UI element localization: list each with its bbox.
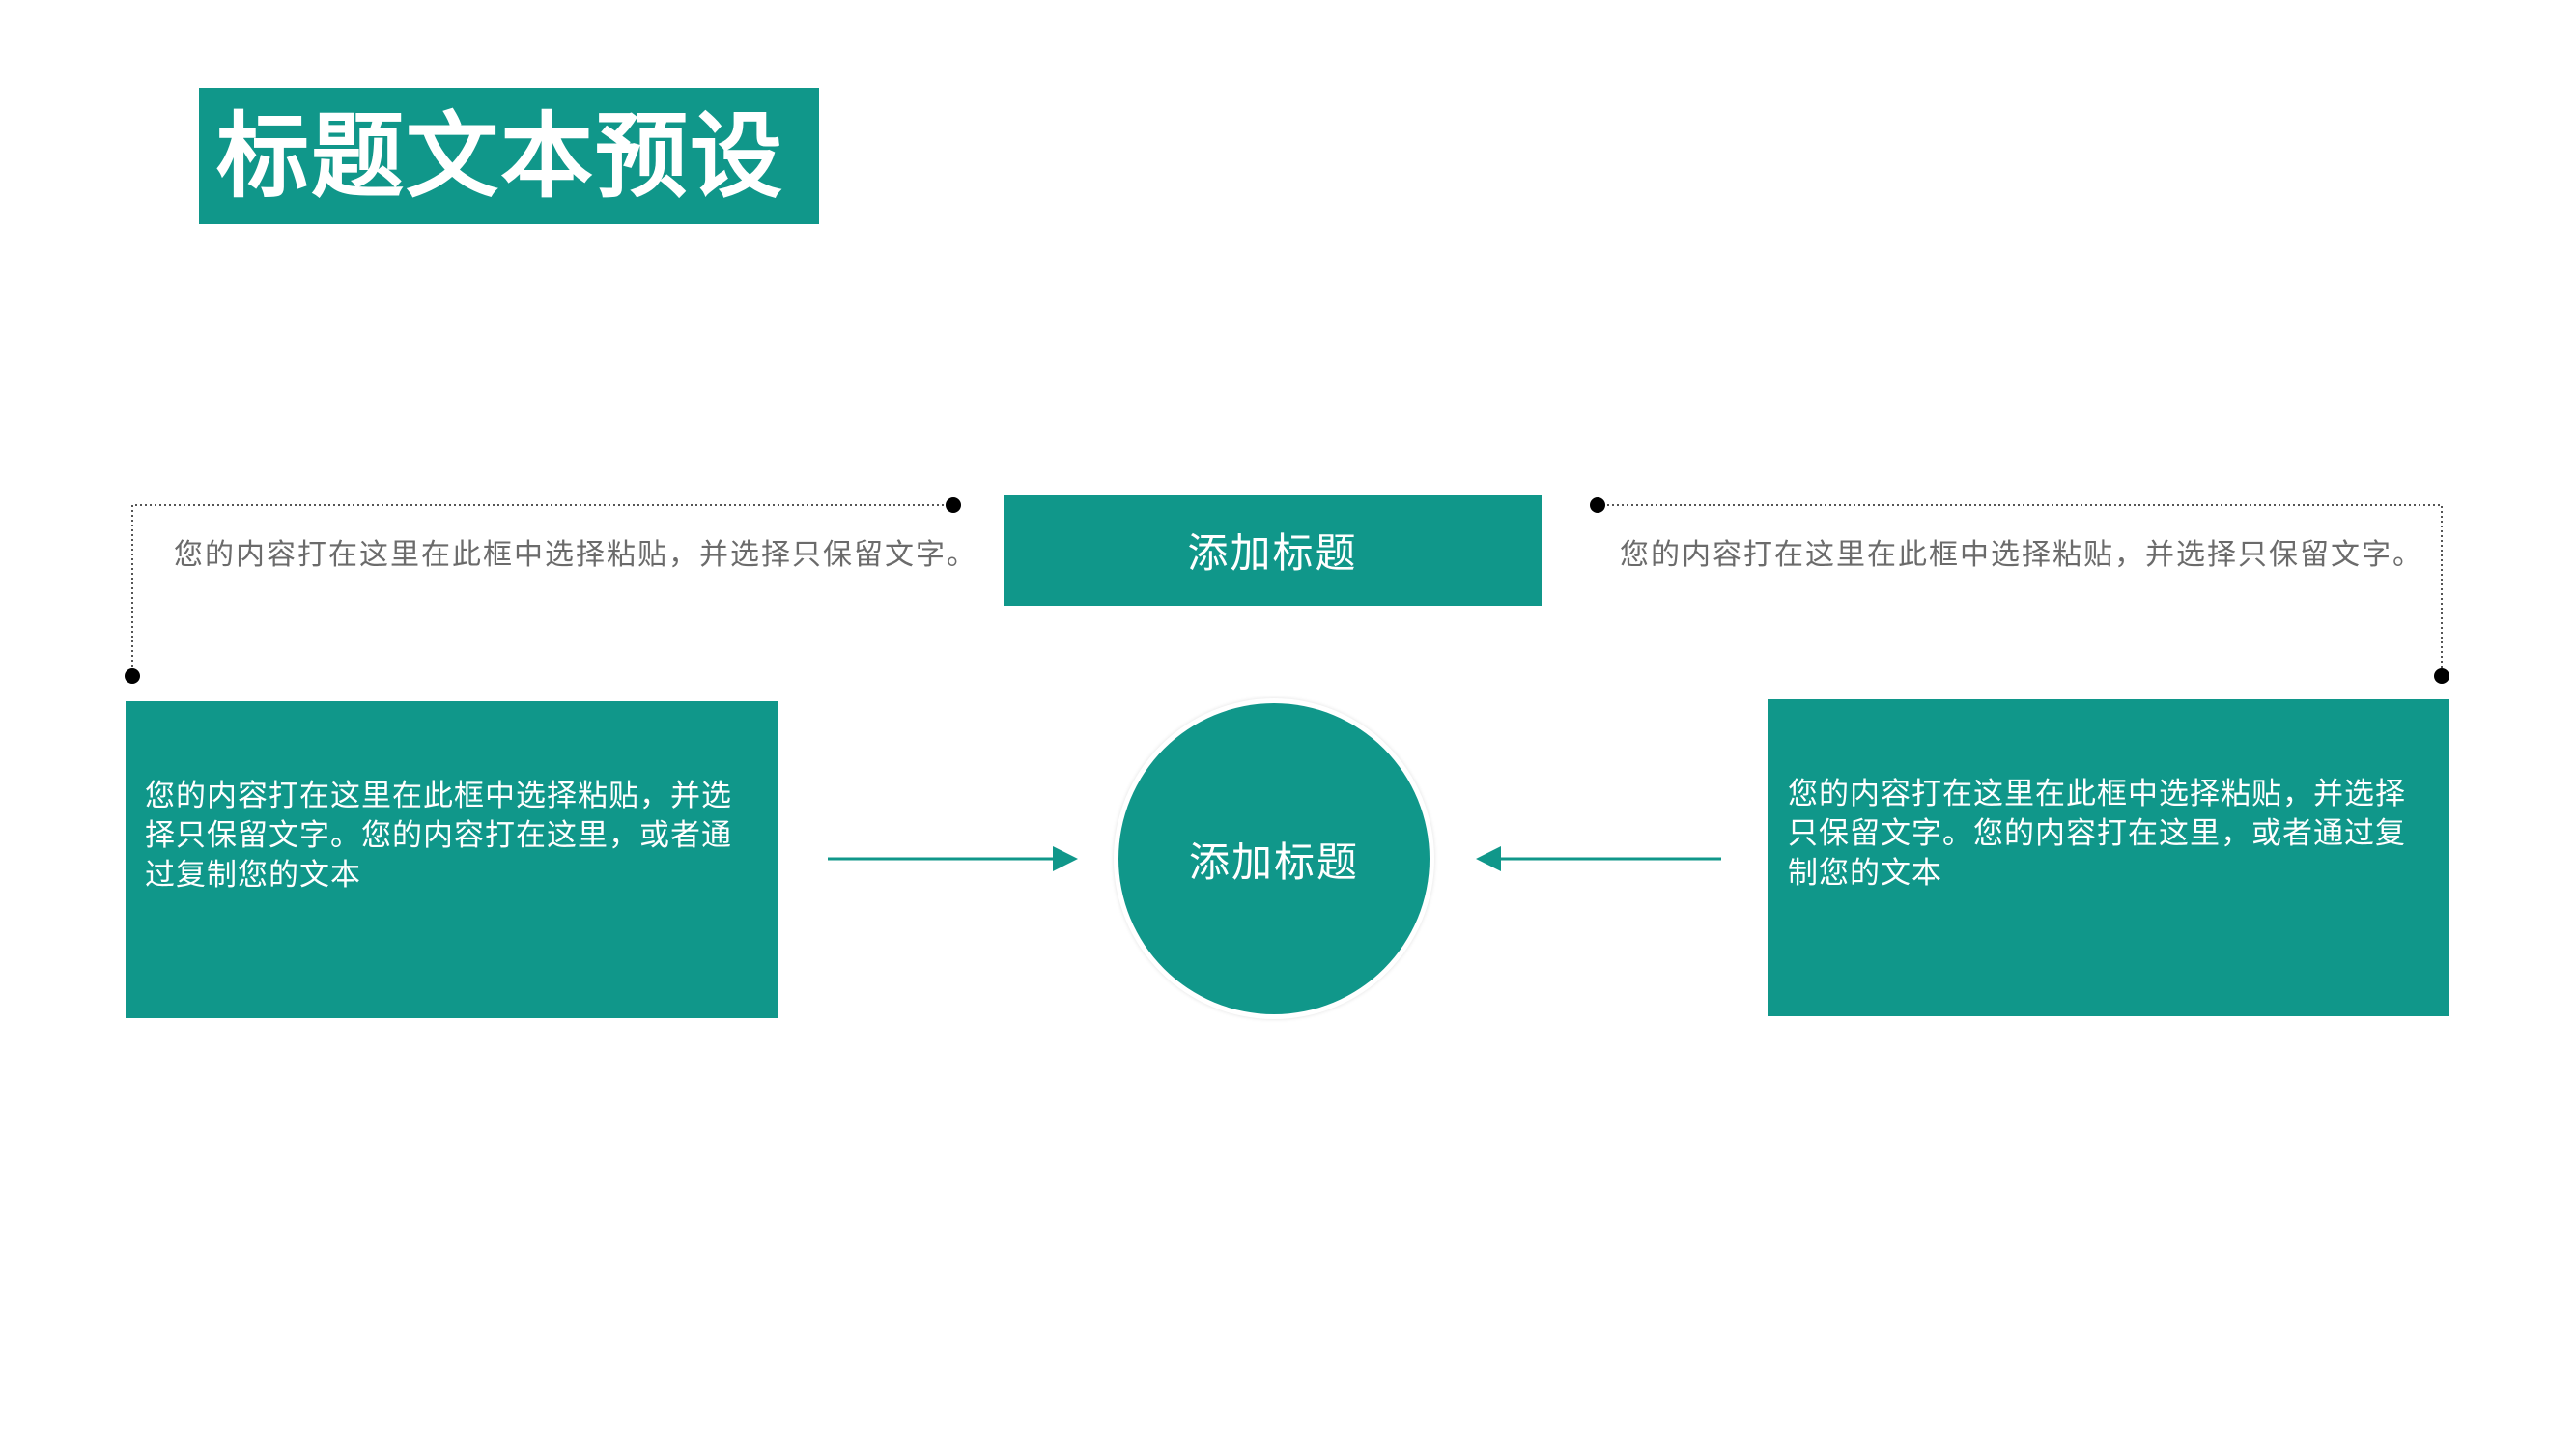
center-circle-label: 添加标题 [1188,838,1359,886]
right-dotted-bracket [1598,504,2443,676]
left-dotted-bracket [131,504,953,676]
top-left-note: 您的内容打在这里在此框中选择粘贴，并选择只保留文字。 [174,538,977,572]
center-circle-fill: 添加标题 [1118,703,1430,1014]
center-circle: 添加标题 [1114,698,1434,1019]
bullet-dot-icon [946,497,961,513]
right-content-box: 您的内容打在这里在此框中选择粘贴，并选择只保留文字。您的内容打在这里，或者通过复… [1768,699,2449,1016]
left-content-box: 您的内容打在这里在此框中选择粘贴，并选择只保留文字。您的内容打在这里，或者通过复… [126,701,778,1018]
title-banner: 标题文本预设 [199,88,819,224]
bullet-dot-icon [125,668,140,684]
top-right-note: 您的内容打在这里在此框中选择粘贴，并选择只保留文字。 [1620,538,2423,572]
top-title-label: 添加标题 [1187,529,1358,577]
bullet-dot-icon [2434,668,2449,684]
right-box-text: 您的内容打在这里在此框中选择粘贴，并选择只保留文字。您的内容打在这里，或者通过复… [1788,777,2406,891]
arrow-right-icon [1053,846,1078,871]
page-title: 标题文本预设 [216,101,784,211]
bullet-dot-icon [1590,497,1605,513]
arrow-left-icon [1476,846,1501,871]
left-box-text: 您的内容打在这里在此框中选择粘贴，并选择只保留文字。您的内容打在这里，或者通过复… [145,779,732,893]
top-title-box: 添加标题 [1004,495,1542,606]
